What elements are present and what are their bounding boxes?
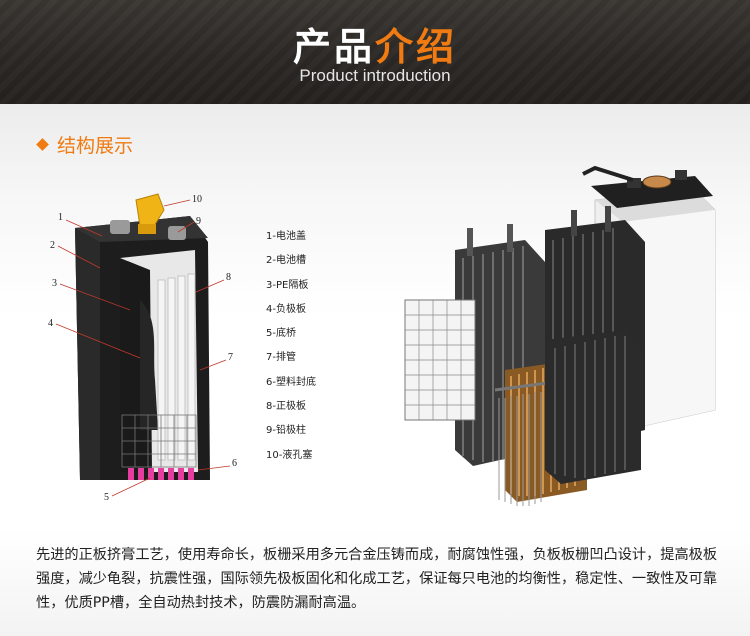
callout-10: 10 <box>192 194 202 205</box>
component-legend: 1-电池盖 2-电池槽 3-PE隔板 4-负极板 5-底桥 7-排管 6-塑料封… <box>266 228 316 471</box>
legend-item: 9-铅极柱 <box>266 425 306 437</box>
callout-3: 3 <box>52 278 57 289</box>
callout-5: 5 <box>104 492 109 503</box>
battery-cutaway-diagram: 1 2 3 4 5 6 7 8 9 10 <box>48 193 237 503</box>
callout-9: 9 <box>196 216 201 227</box>
legend-item: 1-电池盖 <box>266 231 306 242</box>
battery-exploded-diagram <box>404 165 716 506</box>
product-description: 先进的正板挤膏工艺，使用寿命长，板栅采用多元合金压铸而成，耐腐蚀性强，负板板栅凹… <box>36 547 718 611</box>
page-subtitle: Product introduction <box>299 66 451 85</box>
callout-2: 2 <box>50 240 55 251</box>
legend-item: 4-负极板 <box>266 303 306 315</box>
callout-7: 7 <box>228 352 233 363</box>
legend-item: 3-PE隔板 <box>266 279 309 291</box>
legend-item: 7-排管 <box>266 352 296 364</box>
callout-8: 8 <box>226 272 231 283</box>
diamond-bullet-icon <box>36 137 49 151</box>
legend-item: 6-塑料封底 <box>266 376 316 388</box>
section-heading: 结构展示 <box>36 131 134 157</box>
legend-item: 2-电池槽 <box>266 255 306 267</box>
callout-1: 1 <box>58 212 63 223</box>
page-title: 产品介绍 <box>0 16 750 71</box>
legend-item: 5-底桥 <box>266 328 296 340</box>
callout-6: 6 <box>232 458 237 469</box>
page-title-white: 产品 <box>292 25 375 69</box>
callout-4: 4 <box>48 318 53 329</box>
legend-item: 10-液孔塞 <box>266 449 313 461</box>
legend-item: 8-正极板 <box>266 401 306 413</box>
header-banner: 产品介绍 Product introduction <box>0 0 750 104</box>
page-title-orange: 介绍 <box>375 25 458 69</box>
section-title: 结构展示 <box>57 134 134 157</box>
